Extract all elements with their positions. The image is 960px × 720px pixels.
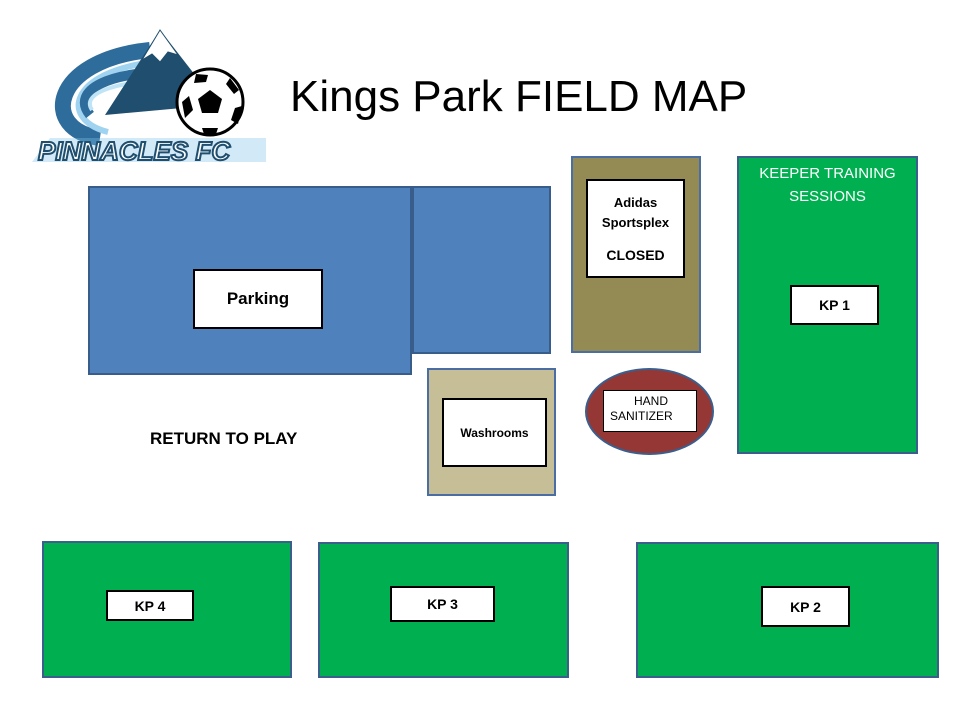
field-kp4	[42, 541, 292, 678]
keeper-training-label: KEEPER TRAINING SESSIONS	[737, 162, 918, 208]
return-to-play-label: RETURN TO PLAY	[150, 429, 298, 448]
page-title: Kings Park FIELD MAP	[290, 72, 748, 121]
keeper-line2: SESSIONS	[789, 188, 866, 205]
sportsplex-status: CLOSED	[606, 246, 665, 263]
kp2-label: KP 2	[761, 586, 850, 627]
sanitizer-line2: SANITIZER	[610, 409, 673, 423]
field-kp3	[318, 542, 569, 678]
keeper-line1: KEEPER TRAINING	[759, 165, 896, 182]
sanitizer-line1: HAND	[634, 394, 669, 408]
hand-sanitizer-label: HAND SANITIZER	[603, 390, 697, 432]
washrooms-label: Washrooms	[442, 398, 547, 467]
parking-label: Parking	[193, 269, 323, 329]
parking-lot-annex	[412, 186, 551, 354]
kp4-label: KP 4	[106, 590, 194, 621]
logo-text: PINNACLES FC	[38, 136, 231, 166]
sportsplex-label: Adidas Sportsplex CLOSED	[586, 179, 685, 278]
sportsplex-name: Adidas Sportsplex	[601, 194, 670, 230]
kp3-label: KP 3	[390, 586, 495, 622]
pinnacles-fc-logo: PINNACLES FC	[32, 29, 266, 167]
kp1-label: KP 1	[790, 285, 879, 325]
